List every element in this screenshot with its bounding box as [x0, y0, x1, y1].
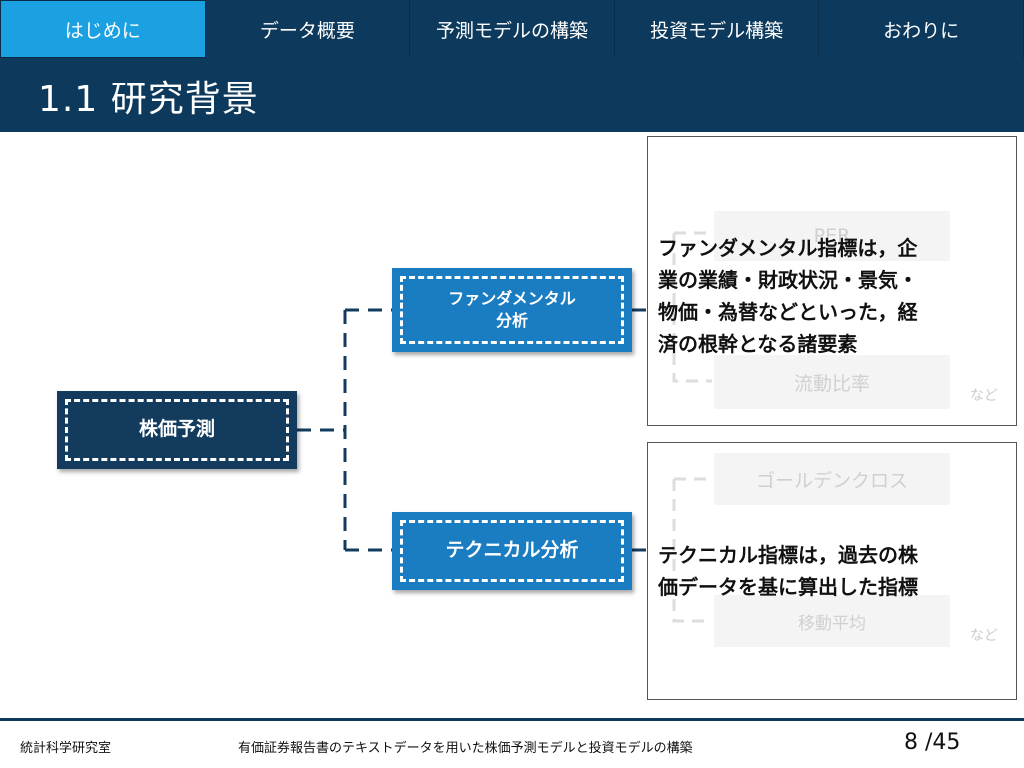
page-number: 8 /45 [904, 730, 961, 755]
fundamental-label-line2: 分析 [495, 311, 528, 330]
node-technical-analysis: テクニカル分析 [392, 512, 632, 590]
tab-investment-model[interactable]: 投資モデル構築 [615, 0, 820, 58]
technical-description: テクニカル指標は，過去の株 価データを基に算出した指標 [658, 543, 918, 599]
fundamental-panel: PER 流動比率 など [647, 136, 1017, 426]
title-bar: 1.1 研究背景 [0, 58, 1024, 132]
faint-item-golden-cross: ゴールデンクロス [714, 453, 950, 505]
footer-subtitle: 有価証券報告書のテキストデータを用いた株価予測モデルと投資モデルの構築 [238, 741, 693, 756]
technical-faint-connectors [672, 477, 712, 623]
tab-introduction[interactable]: はじめに [0, 0, 206, 58]
technical-panel: ゴールデンクロス 移動平均 など [647, 442, 1017, 700]
fundamental-etc: など [970, 388, 998, 404]
tab-data-overview[interactable]: データ概要 [206, 0, 411, 58]
node-fundamental-analysis: ファンダメンタル 分析 [392, 268, 632, 352]
fundamental-description: ファンダメンタル指標は，企 業の業績・財政状況・景気・ 物価・為替などといった，… [658, 236, 918, 356]
footer-org: 統計科学研究室 [20, 741, 112, 756]
section-nav: はじめに データ概要 予測モデルの構築 投資モデル構築 おわりに [0, 0, 1024, 58]
technical-etc: など [970, 628, 998, 644]
faint-item-per: PER [714, 211, 950, 261]
tab-conclusion[interactable]: おわりに [819, 0, 1024, 58]
root-node-stock-prediction: 株価予測 [57, 391, 297, 469]
footer-divider [0, 718, 1024, 721]
slide-title: 1.1 研究背景 [38, 79, 259, 120]
fundamental-faint-connectors [672, 231, 712, 383]
tab-prediction-model[interactable]: 予測モデルの構築 [410, 0, 615, 58]
faint-item-current-ratio: 流動比率 [714, 355, 950, 409]
faint-item-moving-average: 移動平均 [714, 595, 950, 647]
fundamental-label-line1: ファンダメンタル [448, 289, 576, 309]
